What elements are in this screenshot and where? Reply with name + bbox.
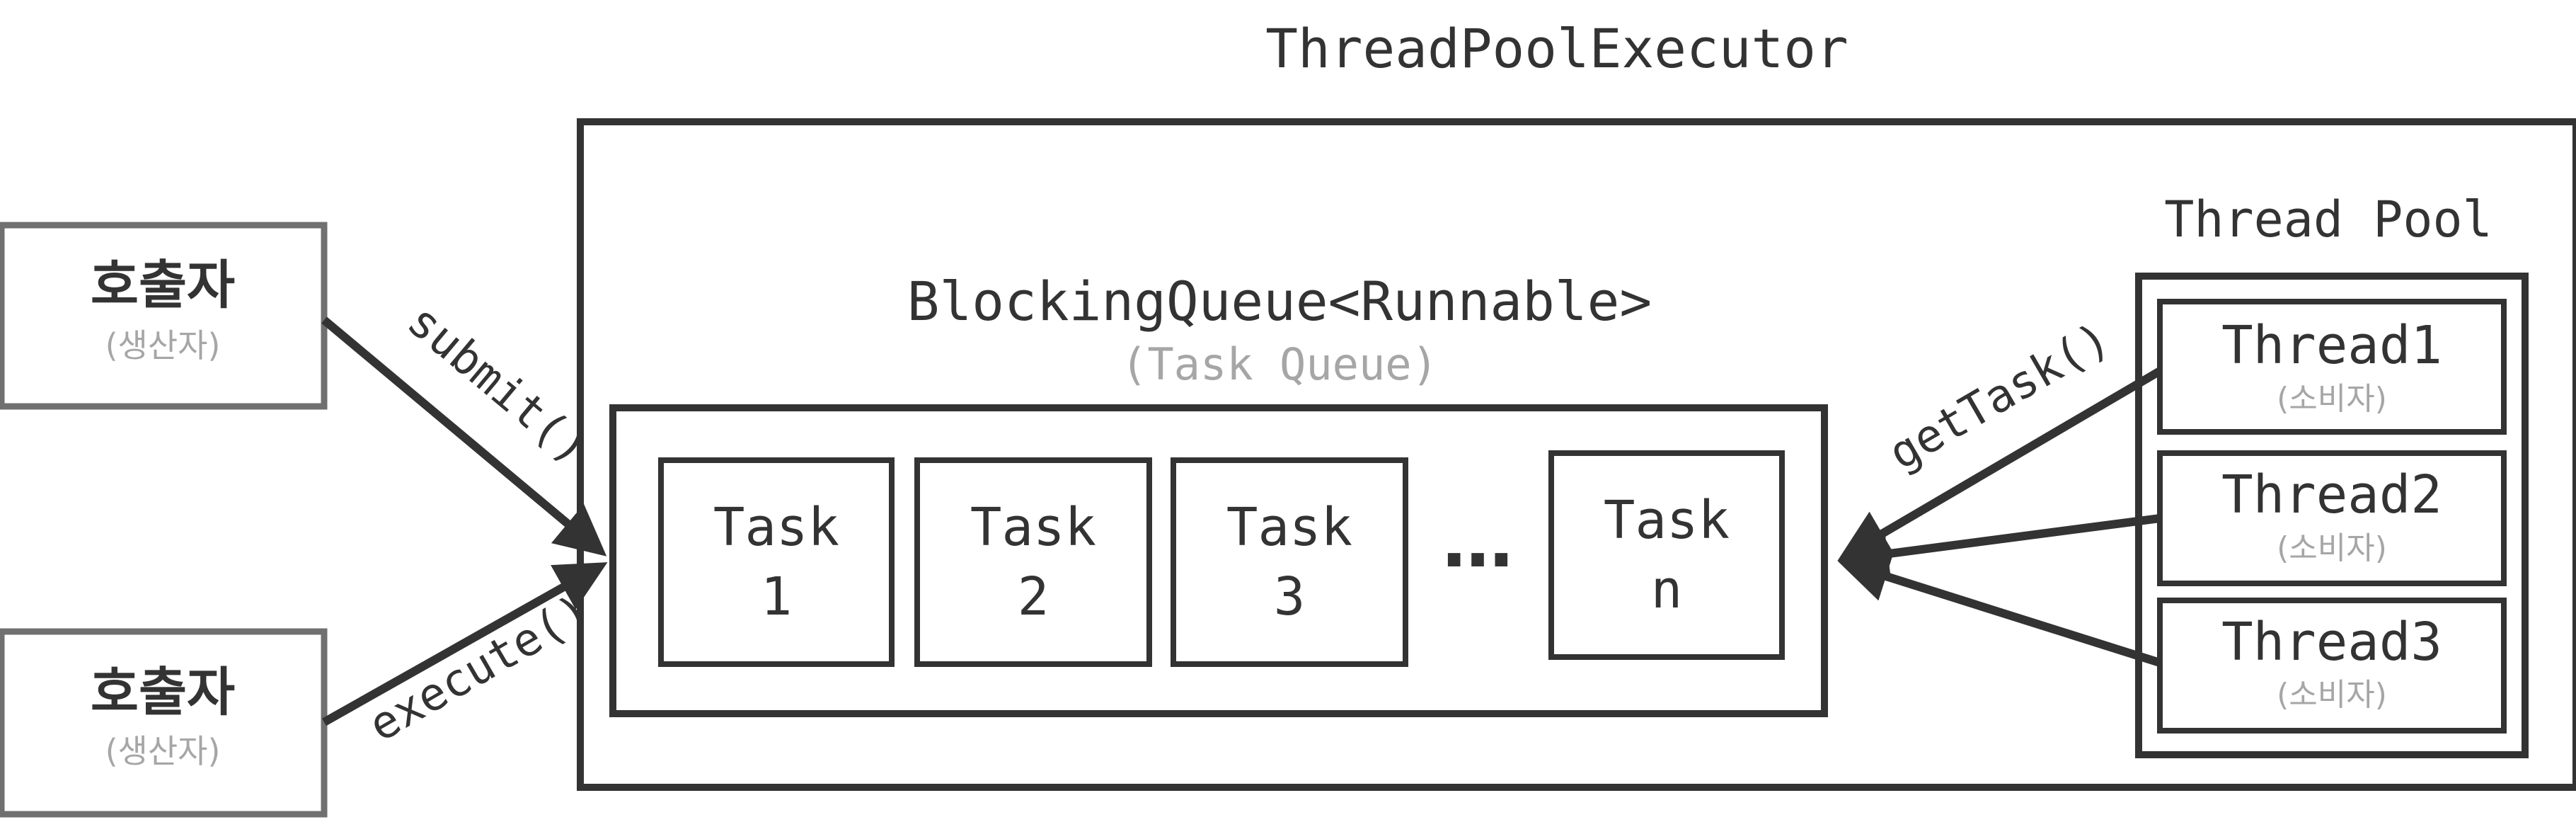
task-label: Task bbox=[1604, 490, 1730, 551]
execute-arrow bbox=[322, 562, 608, 726]
executor-container bbox=[577, 118, 2576, 791]
task-box-1: Task 1 bbox=[658, 457, 895, 667]
thread-sub: (소비자) bbox=[2277, 677, 2387, 713]
gettask-label: getTask() bbox=[1880, 312, 2119, 480]
caller-box-1: 호출자 (생산자) bbox=[0, 222, 328, 410]
thread-sub: (소비자) bbox=[2277, 381, 2387, 417]
queue-ellipsis: … bbox=[1442, 501, 1513, 583]
task-number: 2 bbox=[1018, 566, 1050, 627]
thread-label: Thread1 bbox=[2221, 315, 2442, 376]
task-box-n: Task n bbox=[1548, 450, 1785, 660]
task-number: n bbox=[1651, 559, 1683, 620]
caller-label: 호출자 bbox=[91, 255, 235, 316]
executor-title: ThreadPoolExecutor bbox=[1265, 17, 1848, 80]
caller-box-2: 호출자 (생산자) bbox=[0, 628, 328, 818]
thread-box-2: Thread2 (소비자) bbox=[2157, 450, 2507, 586]
task-label: Task bbox=[970, 497, 1096, 558]
caller-label: 호출자 bbox=[91, 662, 235, 723]
gettask-arrow-1 bbox=[1838, 367, 2163, 560]
task-number: 3 bbox=[1274, 566, 1306, 627]
queue-title: BlockingQueue<Runnable> bbox=[907, 270, 1652, 333]
task-label: Task bbox=[1226, 497, 1352, 558]
caller-sub: (생산자) bbox=[105, 326, 221, 365]
thread-sub: (소비자) bbox=[2277, 530, 2387, 566]
gettask-arrow-2 bbox=[1837, 514, 2161, 579]
pool-title: Thread Pool bbox=[2164, 190, 2492, 249]
queue-box bbox=[609, 404, 1828, 717]
gettask-arrow-3 bbox=[1837, 552, 2161, 667]
thread-label: Thread3 bbox=[2221, 612, 2442, 673]
caller-sub: (생산자) bbox=[105, 732, 221, 770]
thread-box-3: Thread3 (소비자) bbox=[2157, 598, 2507, 733]
pool-box bbox=[2135, 273, 2529, 758]
task-number: 1 bbox=[761, 566, 793, 627]
queue-subtitle: (Task Queue) bbox=[1121, 338, 1438, 390]
submit-label: submit() bbox=[398, 295, 599, 475]
execute-label: execute() bbox=[360, 584, 599, 752]
thread-label: Thread2 bbox=[2221, 464, 2442, 525]
task-box-3: Task 3 bbox=[1171, 457, 1408, 667]
task-label: Task bbox=[713, 497, 839, 558]
submit-arrow bbox=[321, 316, 607, 556]
task-box-2: Task 2 bbox=[914, 457, 1152, 667]
thread-box-1: Thread1 (소비자) bbox=[2157, 299, 2507, 435]
